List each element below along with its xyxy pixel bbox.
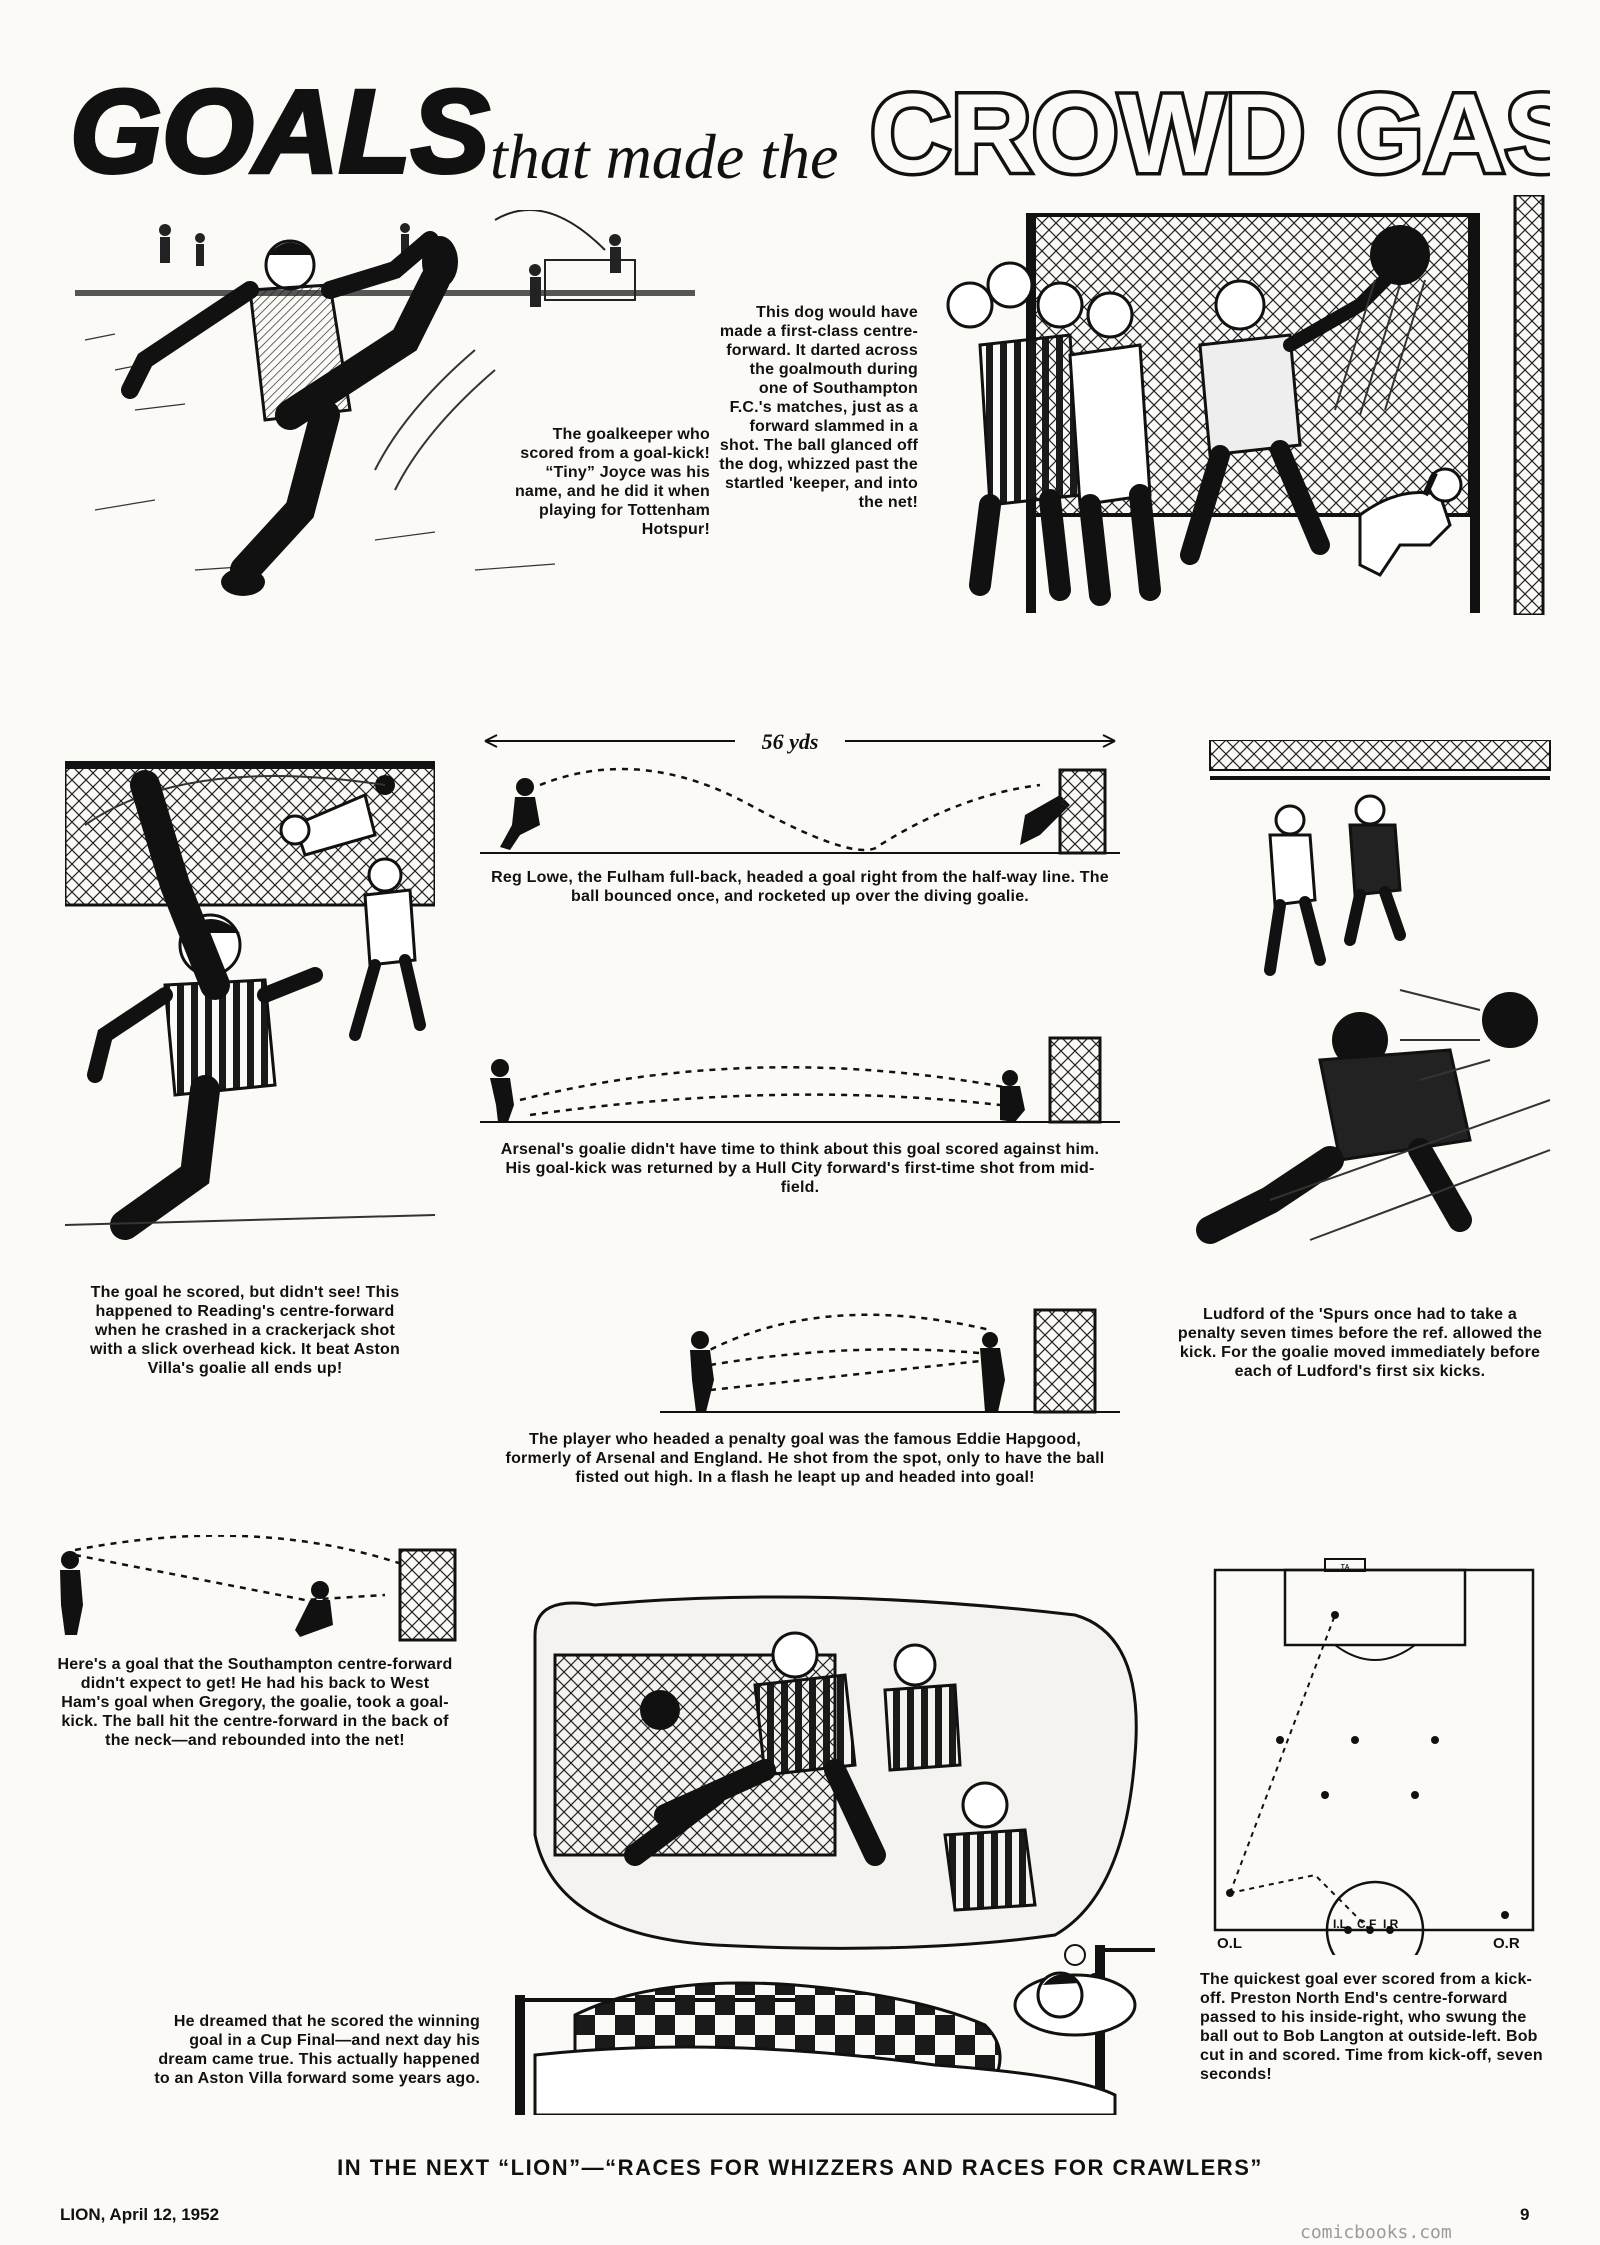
issue-date: LION, April 12, 1952	[60, 2205, 220, 2224]
caption-hapgood: The player who headed a penalty goal was…	[505, 1431, 1105, 1486]
illustration-overhead-kick	[65, 745, 435, 1245]
diagram-lowe-header: 56 yds	[480, 725, 1120, 860]
illustration-dream-cup-final	[515, 1595, 1155, 2115]
caption-quickest: The quickest goal ever scored from a kic…	[1200, 1971, 1543, 2083]
label-or: O.R	[1493, 1935, 1520, 1952]
watermark: comicbooks.com	[1300, 2222, 1452, 2243]
title-goals: GOALS	[70, 66, 490, 198]
title-crowd: CROWD GASP	[870, 71, 1550, 196]
caption-reading: The goal he scored, but didn't see! This…	[90, 1284, 400, 1377]
caption-dream: He dreamed that he scored the winning go…	[154, 2013, 480, 2087]
distance-label: 56 yds	[762, 729, 819, 754]
label-ol: O.L	[1217, 1935, 1242, 1952]
diagram-kick-off-pitch: ᴛᴀ O.L I.L C.F I.R O.R	[1205, 1555, 1545, 1955]
page-number: 9	[1520, 2205, 1530, 2224]
next-issue-banner: IN THE NEXT “LION”—“RACES FOR WHIZZERS A…	[337, 2155, 1263, 2180]
page-title: GOALS that made the CROWD GASP	[68, 60, 1600, 200]
caption-joyce: The goalkeeper who scored from a goal-ki…	[514, 426, 710, 538]
caption-dog: This dog would have made a first-class c…	[719, 304, 918, 511]
illustration-penalty-kick	[1170, 740, 1555, 1260]
caption-southampton: Here's a goal that the Southampton centr…	[57, 1656, 453, 1749]
illustration-dog-goal	[930, 195, 1550, 615]
caption-lowe: Reg Lowe, the Fulham full-back, headed a…	[491, 869, 1109, 905]
label-il: I.L	[1333, 1917, 1347, 1931]
illustration-goalkeeper-kick	[75, 210, 695, 605]
title-middle: that made the	[490, 121, 838, 192]
caption-arsenal: Arsenal's goalie didn't have time to thi…	[500, 1141, 1100, 1196]
label-cf: C.F	[1357, 1917, 1377, 1931]
diagram-hapgood-header	[660, 1300, 1120, 1420]
diagram-arsenal-goal-kick	[480, 1030, 1120, 1130]
diagram-southampton-rebound	[55, 1535, 470, 1645]
svg-text:ᴛᴀ: ᴛᴀ	[1341, 1561, 1350, 1571]
label-ir: I.R	[1383, 1917, 1399, 1931]
caption-ludford: Ludford of the 'Spurs once had to take a…	[1177, 1306, 1543, 1380]
